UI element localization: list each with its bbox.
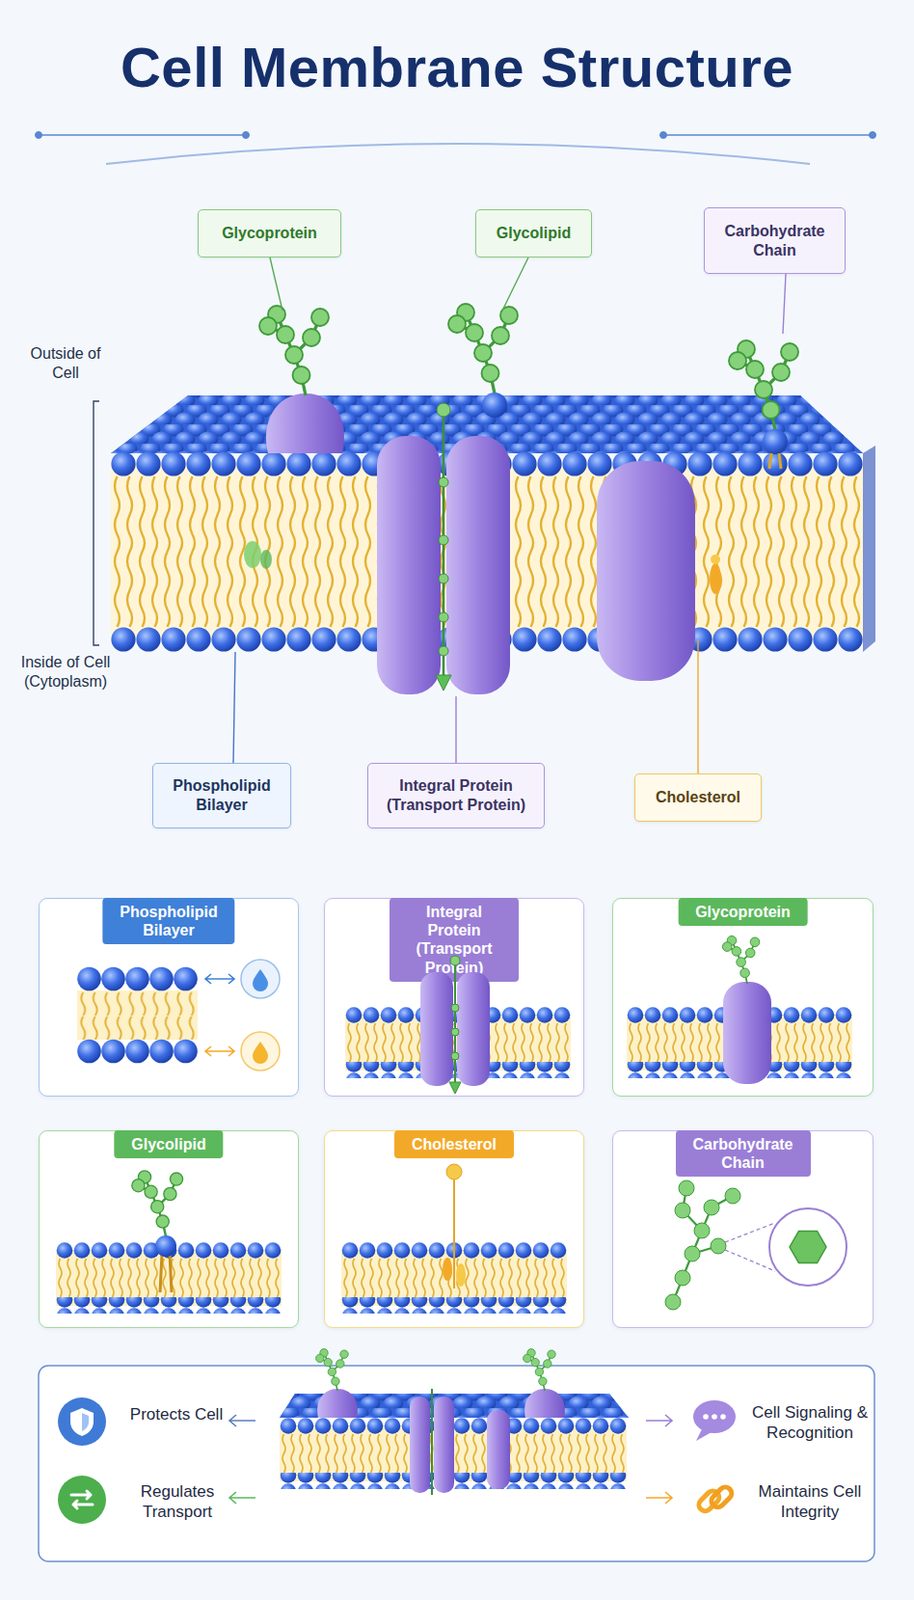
panel-header: Glycoprotein (677, 897, 808, 926)
detail-panel: Carbohydrate Chain (612, 1129, 874, 1328)
panel-header: Phospholipid Bilayer (102, 897, 235, 944)
detail-panel: Glycolipid (38, 1129, 299, 1328)
cholesterol-shape (709, 554, 722, 594)
detail-panel: Cholesterol (323, 1129, 585, 1328)
glycoprotein-shape (259, 305, 345, 454)
function-label: Cell Signaling & Recognition (742, 1401, 878, 1444)
carbohydrate-chain-shape (728, 340, 799, 469)
signaling-icon (693, 1399, 736, 1441)
glycolipid-shape (448, 303, 518, 418)
leader-lines (233, 257, 786, 774)
summary-panel (38, 1348, 875, 1561)
title-rule (35, 132, 877, 165)
callout-text: Carbohydrate Chain (712, 221, 837, 261)
panel-header: Cholesterol (394, 1129, 514, 1158)
panel-header: Integral Protein (Transport Protein) (389, 897, 519, 982)
callout-box: Carbohydrate Chain (703, 207, 846, 274)
integrity-icon (696, 1483, 734, 1513)
panel-header: Glycolipid (113, 1129, 223, 1158)
diagram-title: Cell Membrane Structure (0, 34, 914, 100)
panel-header: Carbohydrate Chain (674, 1129, 810, 1177)
callout-text: Integral Protein (Transport Protein) (376, 776, 537, 815)
transport-protein-shape (376, 403, 511, 695)
side-label: Outside of Cell (17, 344, 114, 383)
callout-box: Cholesterol (634, 773, 762, 822)
callout-box: Integral Protein (Transport Protein) (367, 762, 545, 829)
callout-text: Phospholipid Bilayer (161, 776, 283, 815)
function-label: Maintains Cell Integrity (742, 1480, 878, 1523)
integral-protein-shape (596, 460, 696, 681)
callout-text: Glycolipid (496, 223, 571, 243)
callout-text: Cholesterol (655, 787, 741, 807)
detail-panel: Phospholipid Bilayer (38, 897, 299, 1097)
main-membrane (110, 395, 876, 652)
side-bracket (93, 401, 100, 646)
callout-box: Glycoprotein (197, 209, 342, 258)
function-label: Protects Cell (123, 1403, 230, 1425)
transport-icon (57, 1475, 107, 1524)
side-label: Inside of Cell (Cytoplasm) (13, 652, 118, 692)
callout-box: Phospholipid Bilayer (152, 762, 292, 829)
function-label: Regulates Transport (119, 1480, 236, 1523)
protect-icon (57, 1397, 107, 1446)
detail-panel: Glycoprotein (612, 897, 874, 1097)
callout-box: Glycolipid (475, 209, 592, 258)
callout-text: Glycoprotein (221, 223, 318, 243)
detail-panel: Integral Protein (Transport Protein) (323, 897, 585, 1097)
